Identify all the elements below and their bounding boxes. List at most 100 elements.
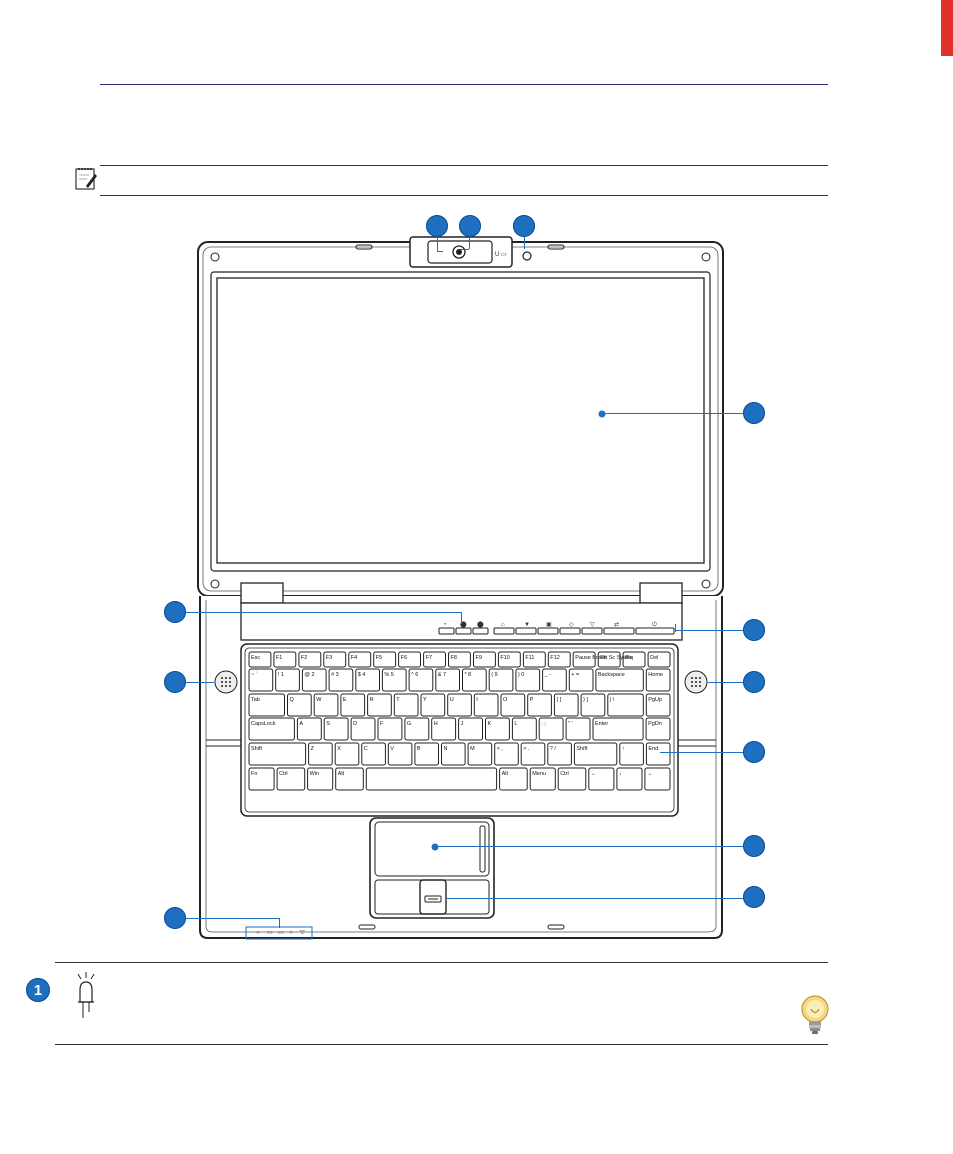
- keyboard-key: [323, 651, 347, 668]
- keyboard-key-label: Shift: [576, 746, 587, 752]
- pencil-note-icon: [75, 168, 97, 190]
- keyboard-key-label: ~ `: [251, 672, 258, 678]
- keyboard-key: [298, 651, 322, 668]
- laptop-diagram: U ▭ ◔⬤⬤ ⌂▼▣ ◇▽⇄⏻: [197, 236, 724, 940]
- keyboard-key-label: Pause Break: [575, 655, 607, 661]
- note-rule-bottom: [100, 195, 828, 196]
- keyboard-key-label: →: [647, 771, 653, 777]
- keyboard-key-label: F5: [376, 655, 382, 661]
- keyboard-key: [248, 767, 275, 791]
- keyboard-key-label: ↓: [619, 771, 622, 777]
- keyboard-key-label: * 8: [465, 672, 472, 678]
- instant-key-row: [438, 627, 675, 635]
- keyboard-key: [547, 742, 572, 766]
- keyboard-key-label: V: [390, 746, 394, 752]
- callout-instant-keys: [743, 619, 765, 641]
- svg-text:⌂: ⌂: [501, 622, 505, 628]
- lightbulb-icon: [801, 995, 829, 1034]
- keyboard-key: [414, 742, 439, 766]
- keyboard-key: [248, 668, 274, 692]
- keyboard-key-label: F10: [500, 655, 509, 661]
- keyboard-key-label: N: [444, 746, 448, 752]
- keyboard-key: [529, 767, 556, 791]
- keyboard-key: [307, 767, 334, 791]
- callout-display-panel: [743, 402, 765, 424]
- callout-camera-indicator: [426, 215, 448, 237]
- keyboard-key-label: ! 1: [278, 672, 284, 678]
- keyboard-key-label: _ -: [544, 672, 552, 678]
- keyboard-key-label: F12: [550, 655, 559, 661]
- keyboard-key: [387, 742, 413, 766]
- chapter-tab: [941, 0, 953, 56]
- tip-number-badge: 1: [26, 978, 50, 1002]
- keyboard-key: [467, 742, 493, 766]
- keyboard-key-label: + =: [571, 672, 579, 678]
- keyboard-key-label: ^ 6: [411, 672, 418, 678]
- keyboard-key-label: Win: [310, 771, 319, 777]
- svg-text:⏻: ⏻: [652, 621, 657, 628]
- svg-text:▣: ▣: [546, 622, 552, 628]
- keyboard-key: [393, 693, 419, 717]
- keyboard-key: [398, 651, 422, 668]
- keyboard-key: [301, 668, 327, 692]
- keyboard-key: [361, 742, 386, 766]
- keyboard-key: [355, 668, 380, 692]
- keyboard-key: [313, 693, 339, 717]
- callout-fingerprint-scanner: [743, 886, 765, 908]
- keyboard-key-label: Ctrl: [279, 771, 288, 777]
- keyboard-key: [248, 693, 285, 717]
- keyboard-key: [553, 693, 579, 717]
- keyboard-key-label: F3: [326, 655, 332, 661]
- keyboard-key-label: L: [514, 721, 517, 727]
- keyboard-key-label: : ;: [541, 721, 546, 727]
- keyboard-key: [275, 668, 300, 692]
- keyboard-key-label: Home: [648, 672, 663, 678]
- keyboard-key-label: > .: [523, 746, 530, 752]
- svg-text:▭: ▭: [278, 930, 284, 936]
- keyboard-key: [248, 742, 307, 766]
- keyboard-key: [462, 668, 487, 692]
- callout-speaker-left: [164, 671, 186, 693]
- keyboard-key-label: } ]: [583, 697, 588, 703]
- keyboard-key-label: Z: [311, 746, 315, 752]
- keyboard-key-label: G: [407, 721, 411, 727]
- keyboard-key: [447, 693, 472, 717]
- keyboard-key-label: Tab: [251, 697, 260, 703]
- keyboard-key: [644, 767, 671, 791]
- keyboard-key: [557, 767, 587, 791]
- header-rule: [100, 84, 828, 85]
- keyboard-key: [296, 717, 322, 741]
- keyboard-key-label: | \: [610, 697, 615, 703]
- svg-text:▭: ▭: [267, 930, 273, 936]
- keyboard-key: [367, 693, 392, 717]
- keyboard-key-label: Ins: [625, 655, 633, 661]
- keyboard-key-label: Backspace: [598, 672, 625, 678]
- keyboard-key-label: Ctrl: [560, 771, 569, 777]
- keyboard-key: [645, 717, 671, 741]
- keyboard-key: [527, 693, 552, 717]
- keyboard-key-label: P: [530, 697, 534, 703]
- keyboard-key: [538, 717, 564, 741]
- keyboard-key: [645, 693, 671, 717]
- keyboard-key-label: $ 4: [358, 672, 366, 678]
- keyboard-key: [497, 651, 521, 668]
- keyboard-key-label: < ,: [497, 746, 504, 752]
- keyboard-key-label: & 7: [438, 672, 446, 678]
- callout-status-indicators: [164, 907, 186, 929]
- keyboard-key: [565, 717, 591, 741]
- keyboard-key-label: CapsLock: [251, 721, 276, 727]
- keyboard-key-label: T: [396, 697, 400, 703]
- keyboard-key: [248, 651, 272, 668]
- svg-text:▼: ▼: [524, 622, 530, 628]
- keyboard-key-label: E: [343, 697, 347, 703]
- keyboard-key: [645, 668, 671, 692]
- keyboard-key-label: { [: [556, 697, 561, 703]
- keyboard-key: [441, 742, 466, 766]
- keyboard-key: [488, 668, 514, 692]
- keyboard-key-label: Del: [650, 655, 658, 661]
- svg-text:▽: ▽: [300, 930, 305, 936]
- keyboard-key: [473, 651, 496, 668]
- keyboard-key-label: End: [648, 746, 658, 752]
- callout-power-switch: [164, 601, 186, 623]
- keyboard-keys: [248, 651, 671, 791]
